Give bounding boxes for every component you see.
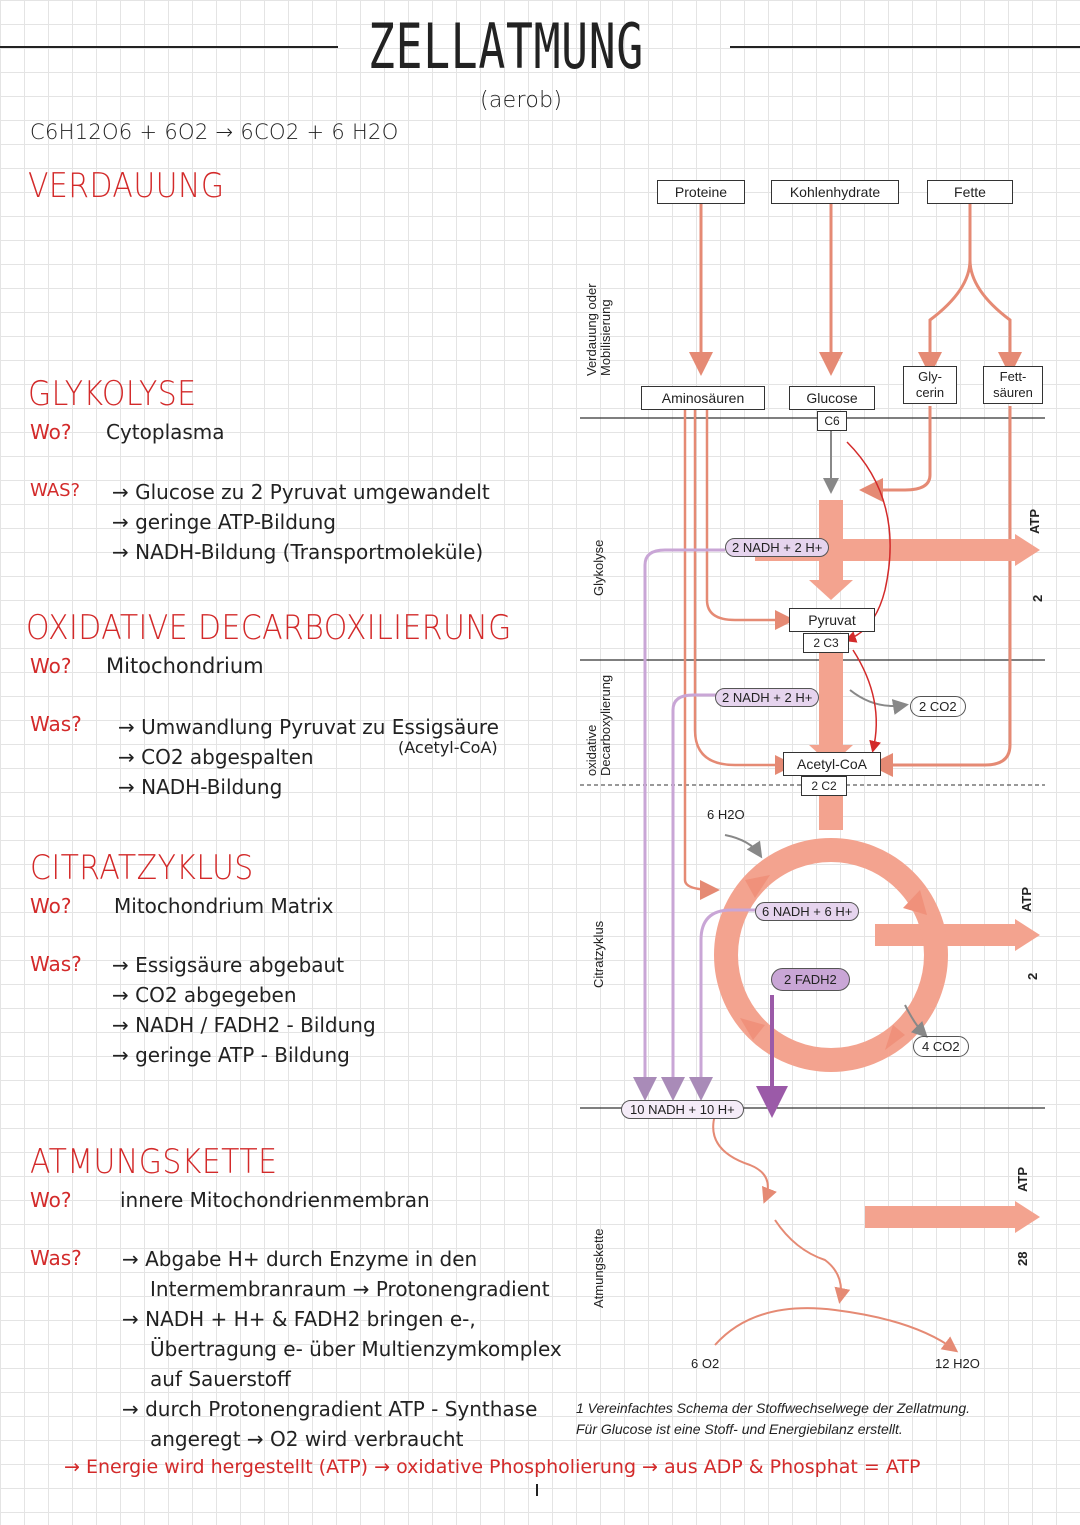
label-atp-3: ATP (1015, 1166, 1030, 1192)
label-atp-3-count: 28 (1015, 1251, 1030, 1266)
atmung-point-6: → durch Protonengradient ATP - Synthase (122, 1397, 538, 1421)
oxidative-point-2: → CO2 abgespalten (118, 745, 314, 769)
equation: C6H12O6 + 6O2 → 6CO2 + 6 H2O (30, 120, 399, 144)
glykolyse-point-3: → NADH-Bildung (Transportmoleküle) (112, 540, 484, 564)
fettsaeuren-label: Fett- säuren (993, 369, 1033, 400)
oxidative-was-label: Was? (30, 712, 82, 736)
box-fettsaeuren: Fett- säuren (983, 366, 1043, 404)
atmung-point-4: Übertragung e- über Multienzymkomplex (150, 1337, 562, 1361)
box-glycerin: Gly- cerin (903, 366, 957, 404)
label-nadh-citrat: 6 NADH + 6 H+ (755, 902, 860, 921)
heading-glykolyse: GLYKOLYSE (28, 374, 197, 414)
page-title: ZELLATMUNG (368, 10, 644, 83)
label-fadh2: 2 FADH2 (771, 968, 850, 991)
glykolyse-wo-label: Wo? (30, 420, 72, 444)
box-fette: Fette (927, 180, 1013, 204)
citrat-point-4: → geringe ATP - Bildung (112, 1043, 350, 1067)
box-acetyl: Acetyl-CoA (783, 752, 881, 776)
label-12-h2o: 12 H2O (935, 1356, 980, 1371)
footer-summary: → Energie wird hergestellt (ATP) → oxida… (64, 1456, 921, 1478)
label-nadh-oxidative: 2 NADH + 2 H+ (715, 688, 820, 707)
box-c3: 2 C3 (803, 633, 849, 653)
citrat-point-1: → Essigsäure abgebaut (112, 953, 345, 977)
heading-atmung: ATMUNGSKETTE (30, 1142, 278, 1182)
label-co2-oxidative: 2 CO2 (910, 696, 966, 717)
title-rule-right (730, 46, 1080, 48)
citrat-point-2: → CO2 abgegeben (112, 983, 297, 1007)
citrat-was-label: Was? (30, 952, 82, 976)
box-pyruvat: Pyruvat (789, 608, 875, 632)
box-c6: C6 (817, 411, 847, 431)
title-rule-left (0, 46, 338, 48)
cellular-respiration-diagram: Proteine Kohlenhydrate Fette Aminosäuren… (575, 170, 1055, 1390)
citrate-cycle-ring (714, 838, 948, 1072)
diagram-caption-1: 1 Vereinfachtes Schema der Stoffwechselw… (576, 1400, 971, 1416)
label-atp-2-count: 2 (1025, 972, 1040, 980)
atmung-point-7: angeregt → O2 wird verbraucht (150, 1427, 464, 1451)
box-kohlenhydrate: Kohlenhydrate (771, 180, 899, 204)
label-nadh-total: 10 NADH + 10 H+ (621, 1100, 744, 1119)
page-subtitle: (aerob) (480, 88, 563, 113)
heading-verdauung: VERDAUUNG (28, 166, 225, 206)
glykolyse-wo: Cytoplasma (106, 420, 225, 444)
glykolyse-point-1: → Glucose zu 2 Pyruvat umgewandelt (112, 480, 490, 504)
glykolyse-point-2: → geringe ATP-Bildung (112, 510, 336, 534)
atmung-wo: innere Mitochondrienmembran (120, 1188, 430, 1212)
oxidative-point-1: → Umwandlung Pyruvat zu Essigsäure (118, 715, 499, 739)
label-atp-1: ATP (1027, 508, 1042, 534)
label-nadh-glykolyse: 2 NADH + 2 H+ (725, 538, 830, 557)
side-label-verdauung: Verdauung oder Mobilisierung (584, 283, 613, 376)
label-atp-1-count: 2 (1030, 594, 1045, 602)
oxidative-note: (Acetyl-CoA) (398, 738, 498, 757)
citrat-wo: Mitochondrium Matrix (114, 894, 334, 918)
box-proteine: Proteine (657, 180, 745, 204)
citrat-point-3: → NADH / FADH2 - Bildung (112, 1013, 376, 1037)
oxidative-point-3: → NADH-Bildung (118, 775, 283, 799)
atmung-wo-label: Wo? (30, 1188, 72, 1212)
oxidative-wo-label: Wo? (30, 654, 72, 678)
side-label-citrat: Citratzyklus (591, 920, 606, 988)
label-6-o2: 6 O2 (691, 1356, 720, 1371)
side-label-glykolyse: Glykolyse (591, 539, 606, 596)
glycerin-label: Gly- cerin (915, 369, 945, 400)
box-c2: 2 C2 (801, 776, 847, 796)
oxidative-wo: Mitochondrium (106, 654, 264, 678)
label-co2-citrat: 4 CO2 (913, 1036, 969, 1057)
box-aminosaeuren: Aminosäuren (641, 386, 765, 410)
label-6-h2o: 6 H2O (707, 807, 745, 822)
heading-citrat: CITRATZYKLUS (30, 848, 254, 888)
side-label-oxidative: oxidative Decarboxylierung (584, 674, 613, 776)
glykolyse-was-label: WAS? (30, 480, 81, 501)
heading-oxidative: OXIDATIVE DECARBOXILIERUNG (26, 608, 512, 648)
atmung-point-1: → Abgabe H+ durch Enzyme in den (122, 1247, 478, 1271)
label-atp-2: ATP (1019, 886, 1034, 912)
side-label-atmung: Atmungskette (591, 1228, 606, 1309)
atmung-point-5: auf Sauerstoff (150, 1367, 291, 1391)
atmung-was-label: Was? (30, 1246, 82, 1270)
atmung-point-3: → NADH + H+ & FADH2 bringen e-, (122, 1307, 476, 1331)
citrat-wo-label: Wo? (30, 894, 72, 918)
footer-tick (536, 1484, 538, 1496)
box-glucose: Glucose (789, 386, 875, 410)
diagram-caption-2: Für Glucose ist eine Stoff- und Energieb… (576, 1421, 903, 1437)
atmung-point-2: Intermembranraum → Protonengradient (150, 1277, 550, 1301)
